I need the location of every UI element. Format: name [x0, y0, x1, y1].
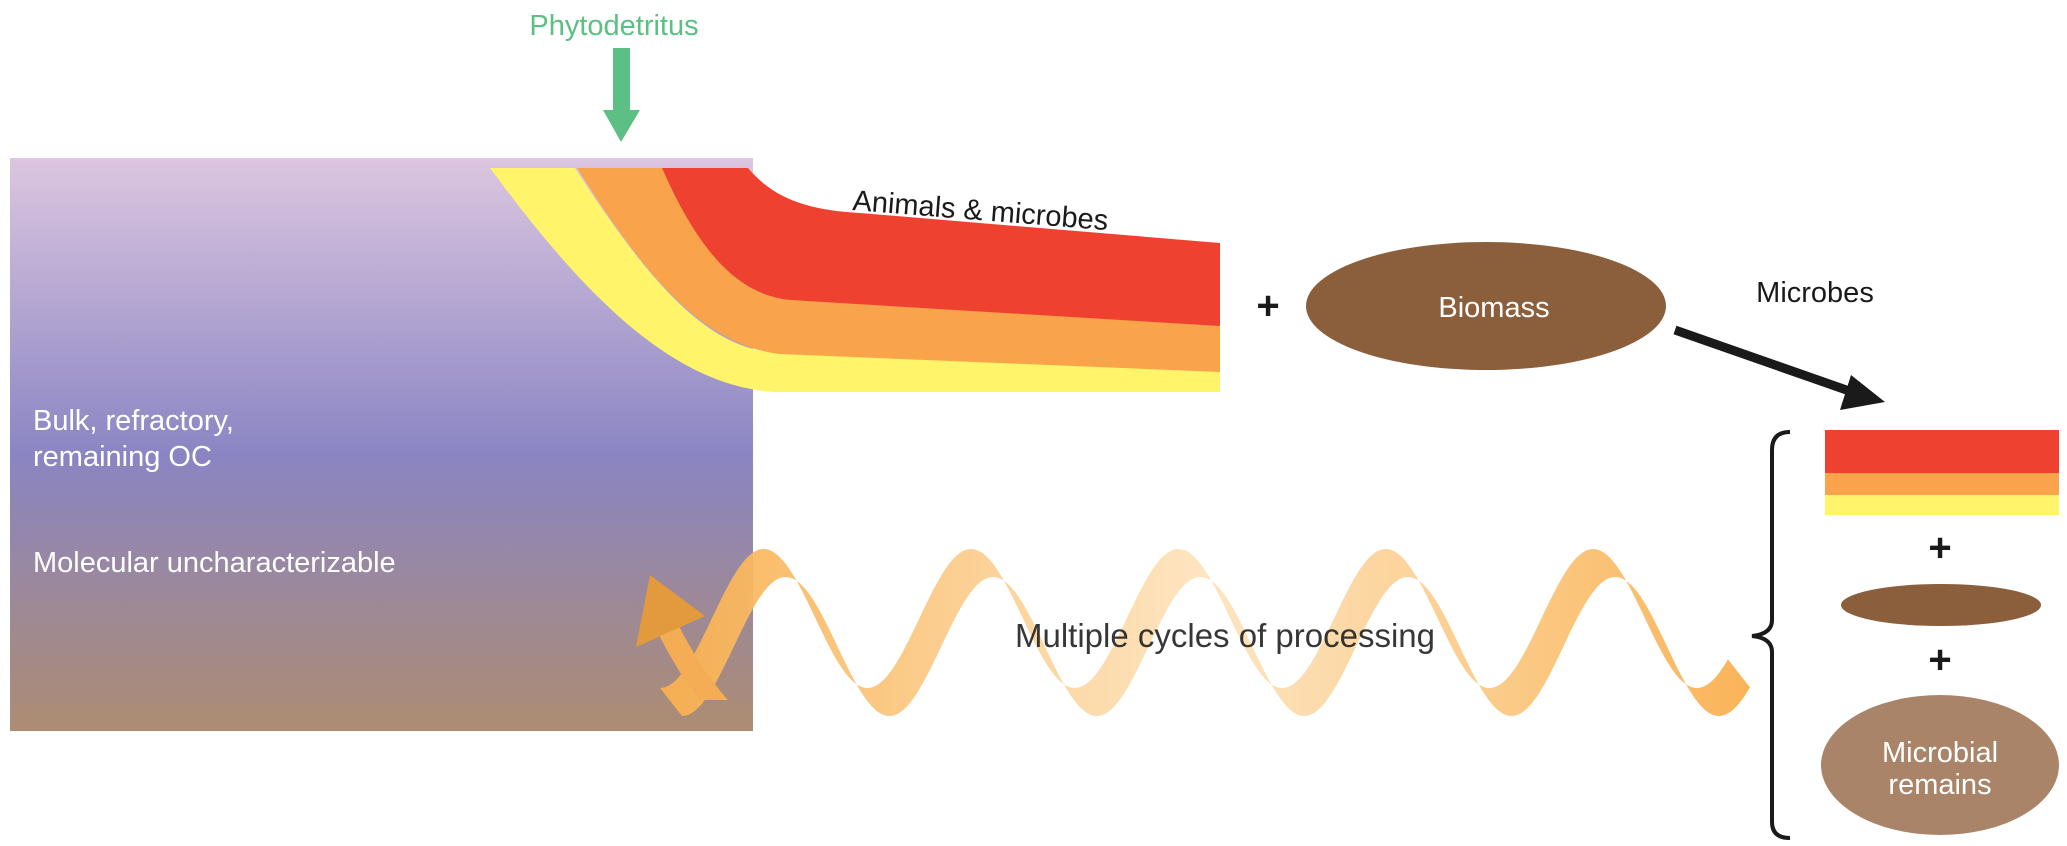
microbial-remains-label-line1: Microbial [1882, 737, 1998, 769]
layer-yellow [490, 168, 1220, 392]
layer-orange [577, 168, 1220, 372]
microbes-label: Microbes [1756, 277, 1874, 309]
product-biomass-ellipse [1841, 584, 2041, 626]
bulk-oc-label-line2: remaining OC [33, 441, 212, 473]
plus-sign: + [1256, 284, 1279, 328]
phytodetritus-arrowhead [603, 110, 640, 142]
layer-red [662, 168, 1220, 326]
processing-helix [652, 549, 1750, 716]
microbial-remains-ellipse [1821, 695, 2059, 835]
cycles-label: Multiple cycles of processing [1015, 617, 1435, 654]
product-layer-orange [1825, 473, 2059, 495]
microbial-remains-label-line2: remains [1888, 769, 1991, 801]
bulk-oc-label-line1: Bulk, refractory, [33, 405, 234, 437]
plus-sign-products-2: + [1928, 638, 1951, 682]
biomass-ellipse [1306, 242, 1666, 370]
phytodetritus-label: Phytodetritus [529, 10, 698, 42]
helix-ribbon [660, 549, 1750, 716]
microbes-arrow-shaft [1673, 325, 1857, 398]
helix-return-curl [652, 612, 728, 700]
molecular-label: Molecular uncharacterizable [33, 547, 396, 579]
return-arrowhead [636, 575, 705, 647]
plus-sign-products-1: + [1928, 526, 1951, 570]
products-bracket [1751, 430, 1791, 840]
biomass-label: Biomass [1438, 292, 1549, 324]
product-layer-red [1825, 430, 2059, 473]
microbes-arrowhead [1840, 375, 1885, 410]
phytodetritus-arrow-shaft [613, 48, 630, 112]
product-layer-yellow [1825, 495, 2059, 515]
